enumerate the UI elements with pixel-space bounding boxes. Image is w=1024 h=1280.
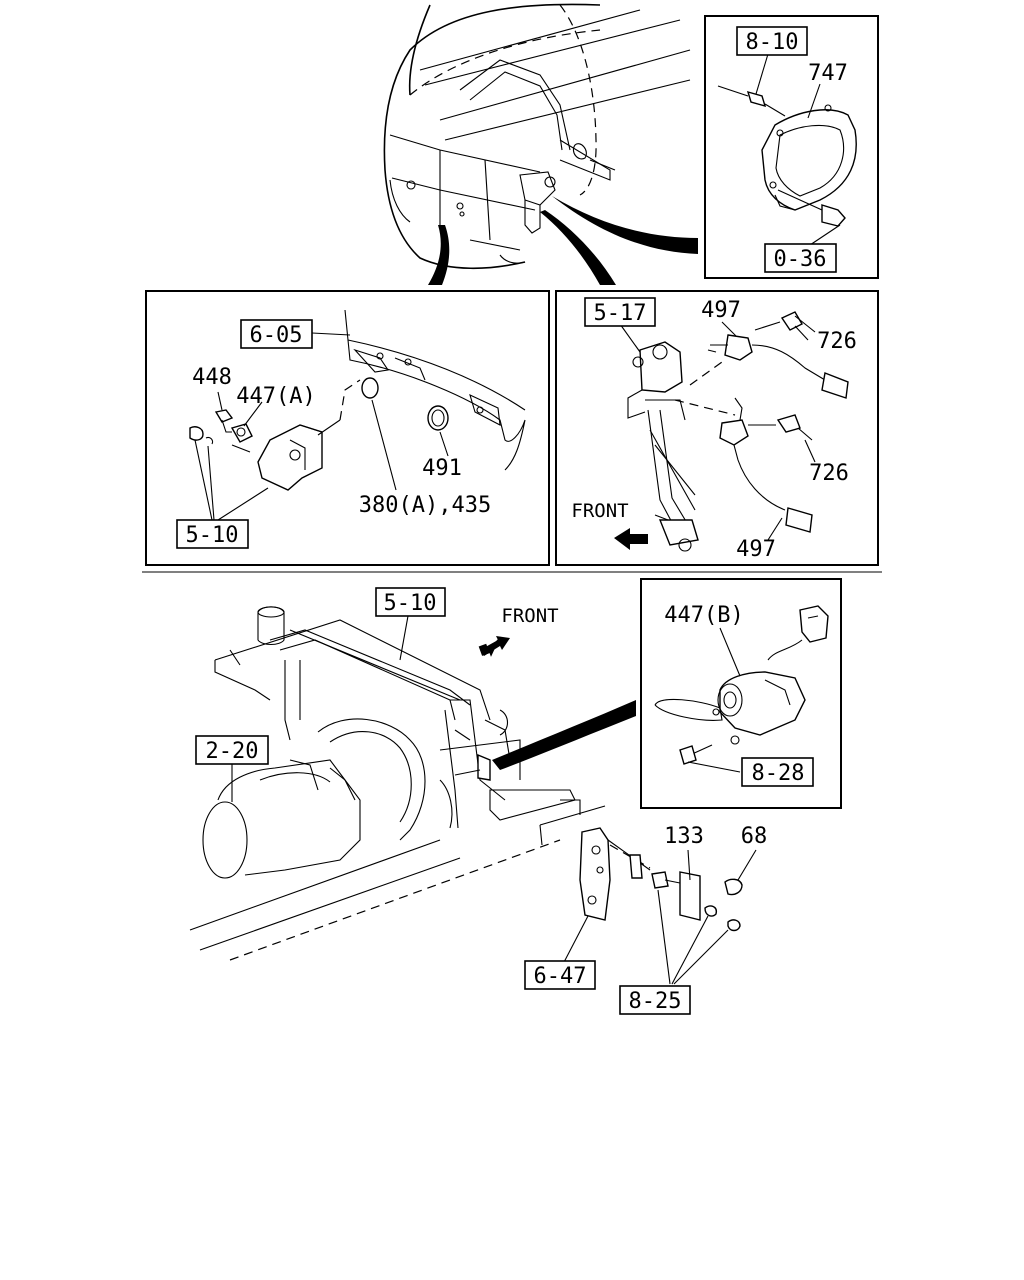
label-ref-6-47: 6-47 bbox=[534, 964, 587, 989]
ref-box-6-47 bbox=[524, 960, 596, 990]
leader-5-10-a bbox=[194, 439, 213, 521]
label-ref-6-05: 6-05 bbox=[250, 323, 303, 348]
front-arrow-middle bbox=[614, 528, 648, 550]
label-448: 448 bbox=[192, 365, 232, 390]
label-380a-435: 380(A),435 bbox=[359, 493, 491, 518]
label-ref-5-10-left: 5-10 bbox=[186, 523, 239, 548]
leader-497-top bbox=[721, 321, 737, 337]
label-68: 68 bbox=[741, 824, 768, 849]
leader-5-10-c bbox=[217, 487, 269, 521]
leader-447a bbox=[243, 401, 263, 427]
ref-box-6-05 bbox=[240, 319, 313, 349]
actuator-747-illustration bbox=[717, 85, 857, 246]
chassis-illustration bbox=[189, 606, 743, 961]
ref-box-5-10-bottom bbox=[375, 587, 446, 617]
leader-491 bbox=[439, 431, 449, 457]
leader-497-bottom bbox=[767, 517, 783, 541]
callout-wedge-upper-left bbox=[428, 225, 450, 285]
leader-133 bbox=[687, 849, 691, 881]
leader-380a bbox=[371, 399, 397, 491]
cab-illustration bbox=[383, 3, 691, 270]
leader-6-47 bbox=[561, 915, 589, 967]
sensor-447b-illustration bbox=[654, 605, 829, 765]
ref-box-8-10 bbox=[736, 26, 808, 56]
label-491: 491 bbox=[422, 456, 462, 481]
label-ref-2-20: 2-20 bbox=[206, 739, 259, 764]
ref-box-5-10-left bbox=[176, 519, 249, 549]
leader-8-25-a bbox=[657, 889, 671, 985]
leader-747 bbox=[807, 83, 821, 119]
label-726-top: 726 bbox=[817, 329, 857, 354]
leader-5-10-bottom bbox=[399, 615, 409, 661]
label-front-bottom: FRONT bbox=[501, 605, 558, 627]
label-ref-5-10-bottom: 5-10 bbox=[384, 591, 437, 616]
ref-box-8-25 bbox=[619, 985, 691, 1015]
label-front-middle: FRONT bbox=[571, 500, 628, 522]
leader-6-05 bbox=[311, 332, 351, 336]
ref-box-0-36 bbox=[764, 243, 837, 273]
label-497-bottom: 497 bbox=[736, 537, 776, 562]
label-447a: 447(A) bbox=[236, 384, 315, 409]
leader-5-10-b bbox=[207, 445, 215, 521]
ref-box-2-20 bbox=[195, 735, 269, 765]
detail-box-middle-left bbox=[145, 290, 550, 566]
label-133: 133 bbox=[664, 824, 704, 849]
ref-box-8-28 bbox=[741, 757, 814, 787]
label-ref-5-17: 5-17 bbox=[594, 301, 647, 326]
callout-wedge-lower bbox=[492, 700, 636, 770]
leader-726-top bbox=[794, 325, 809, 341]
label-ref-8-25: 8-25 bbox=[629, 989, 682, 1014]
callout-wedge-upper-right bbox=[552, 196, 698, 254]
bracket-illustration-left bbox=[189, 309, 526, 491]
detail-box-middle-right bbox=[555, 290, 879, 566]
label-747: 747 bbox=[808, 61, 848, 86]
label-447b: 447(B) bbox=[664, 603, 743, 628]
leader-8-25-c bbox=[673, 929, 729, 985]
leader-447b bbox=[719, 627, 741, 677]
ref-box-5-17 bbox=[584, 297, 656, 327]
label-497-top: 497 bbox=[701, 298, 741, 323]
leader-8-10 bbox=[755, 53, 769, 95]
link-rod-illustration bbox=[627, 311, 849, 552]
leader-726-bottom bbox=[804, 439, 816, 463]
detail-box-top-right bbox=[704, 15, 879, 279]
label-ref-8-10: 8-10 bbox=[746, 30, 799, 55]
leader-68 bbox=[737, 849, 757, 881]
leader-8-25-b bbox=[671, 915, 709, 985]
label-726-bottom: 726 bbox=[809, 461, 849, 486]
leader-448 bbox=[217, 391, 223, 411]
detail-box-bottom-right bbox=[640, 578, 842, 809]
leader-8-28 bbox=[687, 761, 741, 773]
front-arrow-bottom-body bbox=[480, 636, 510, 656]
label-ref-0-36: 0-36 bbox=[774, 247, 827, 272]
callout-wedge-upper-mid bbox=[540, 210, 616, 285]
leader-5-17 bbox=[619, 323, 641, 353]
label-ref-8-28: 8-28 bbox=[752, 761, 805, 786]
